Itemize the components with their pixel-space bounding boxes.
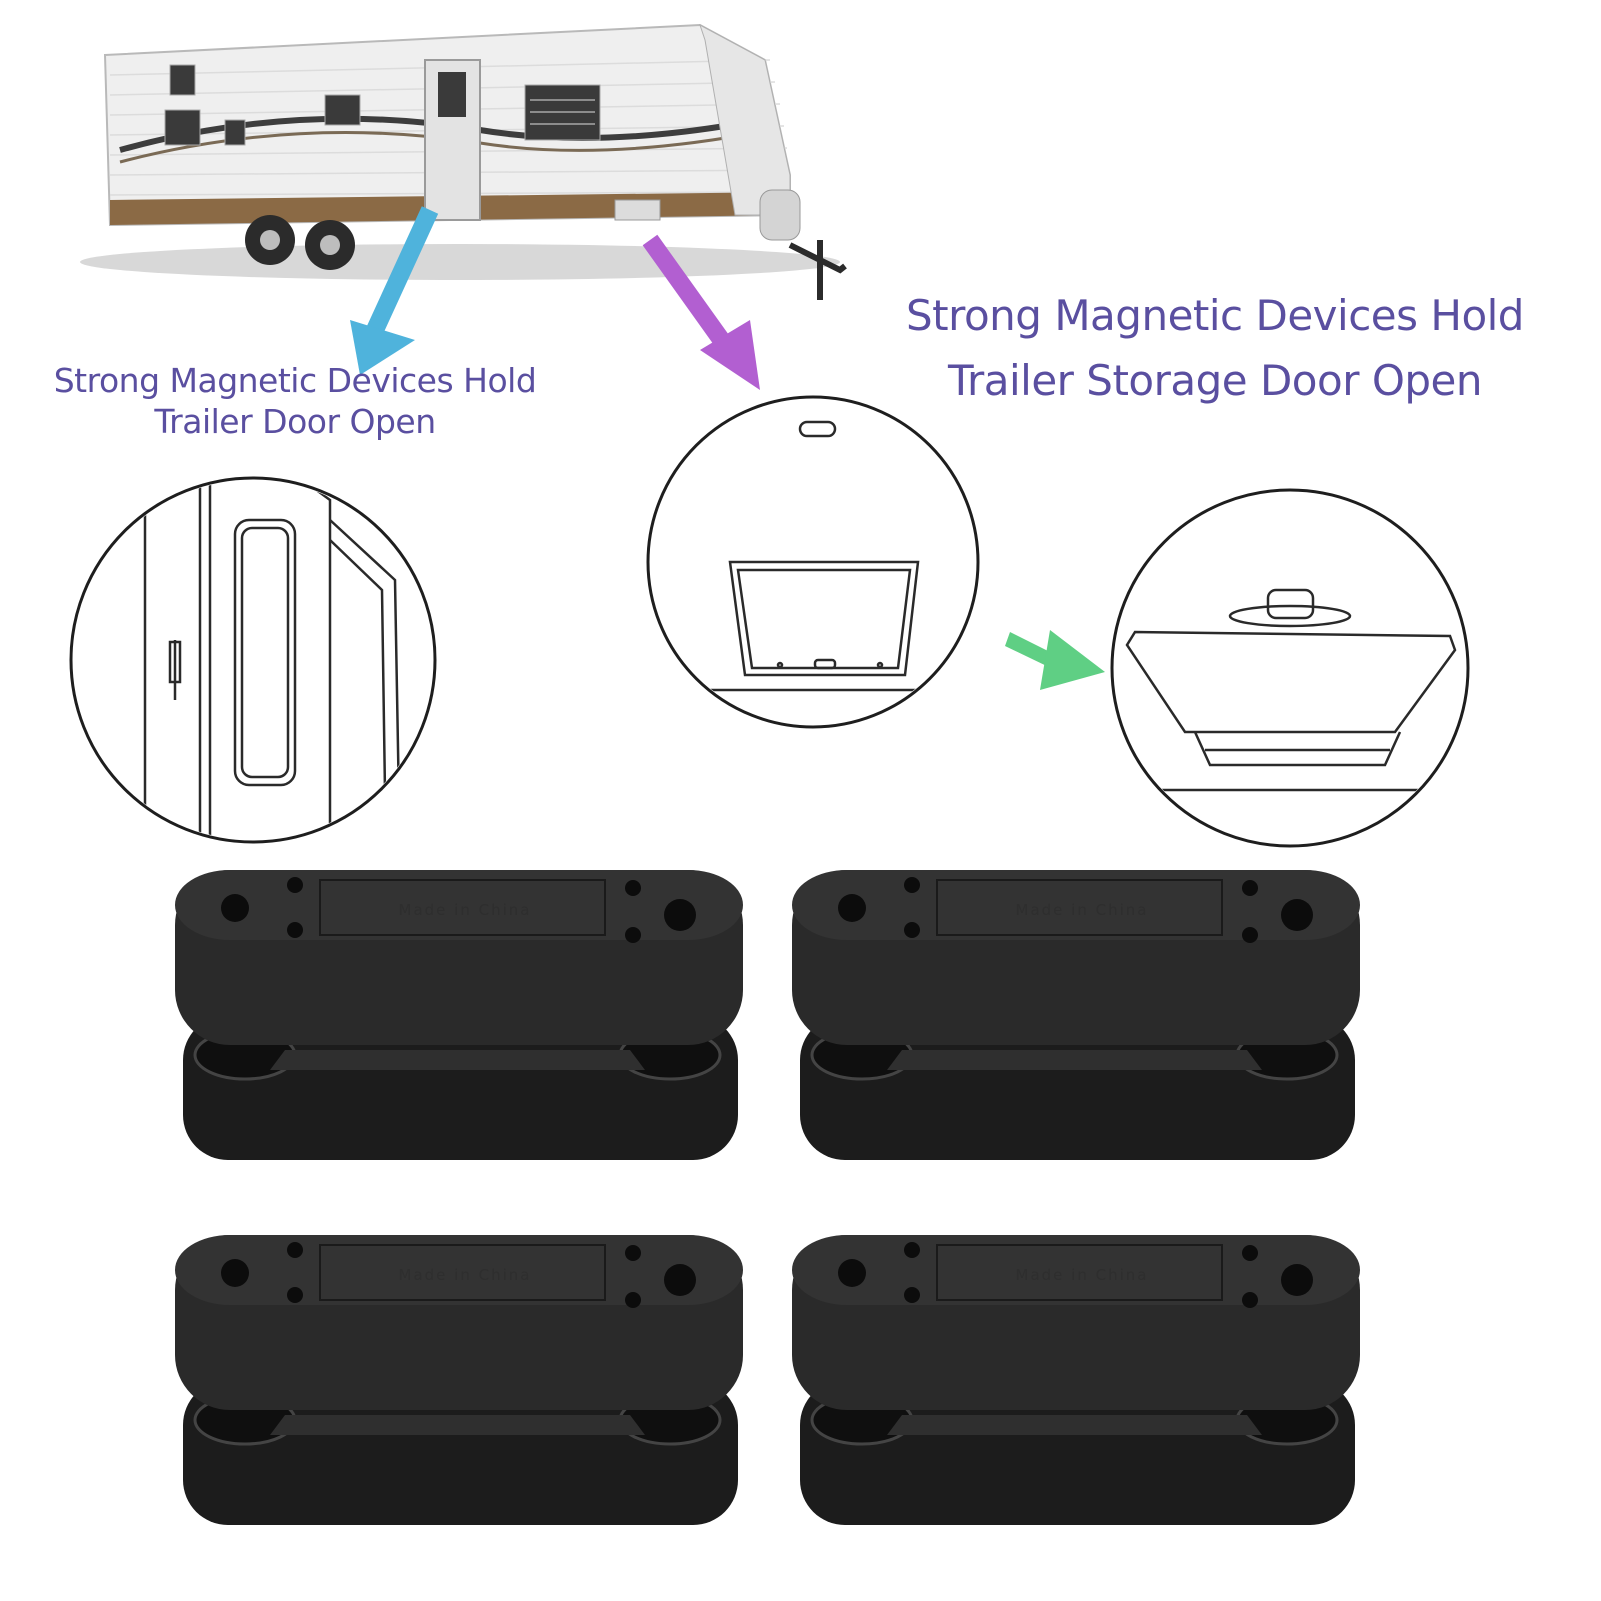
made-in-china-label: Made in China — [1016, 901, 1149, 919]
storage-door-caption: Strong Magnetic Devices Hold Trailer Sto… — [870, 283, 1560, 413]
trailer-door-diagram — [69, 476, 437, 844]
trailer-door-caption-line1: Strong Magnetic Devices Hold — [53, 361, 537, 400]
storage-door-caption-line1: Strong Magnetic Devices Hold — [906, 291, 1524, 340]
made-in-china-label: Made in China — [1016, 1266, 1149, 1284]
blue-arrow-icon — [350, 206, 439, 375]
trailer-door-caption-line2: Trailer Door Open — [154, 402, 436, 442]
trailer-door-caption: Strong Magnetic Devices Hold Trailer Doo… — [15, 360, 575, 443]
made-in-china-label: Made in China — [399, 901, 532, 919]
storage-door-diagram — [646, 395, 980, 729]
magnet-set: Made in China — [175, 870, 743, 1160]
purple-arrow-icon — [642, 234, 760, 390]
travel-trailer-image — [80, 23, 847, 300]
storage-door-caption-line2: Trailer Storage Door Open — [948, 356, 1483, 406]
storage-door-open-diagram — [1110, 488, 1470, 848]
green-arrow-icon — [1005, 630, 1105, 690]
magnet-set: Made in China — [175, 1235, 743, 1525]
magnet-set: Made in China — [792, 870, 1360, 1160]
magnet-set: Made in China — [792, 1235, 1360, 1525]
made-in-china-label: Made in China — [399, 1266, 532, 1284]
